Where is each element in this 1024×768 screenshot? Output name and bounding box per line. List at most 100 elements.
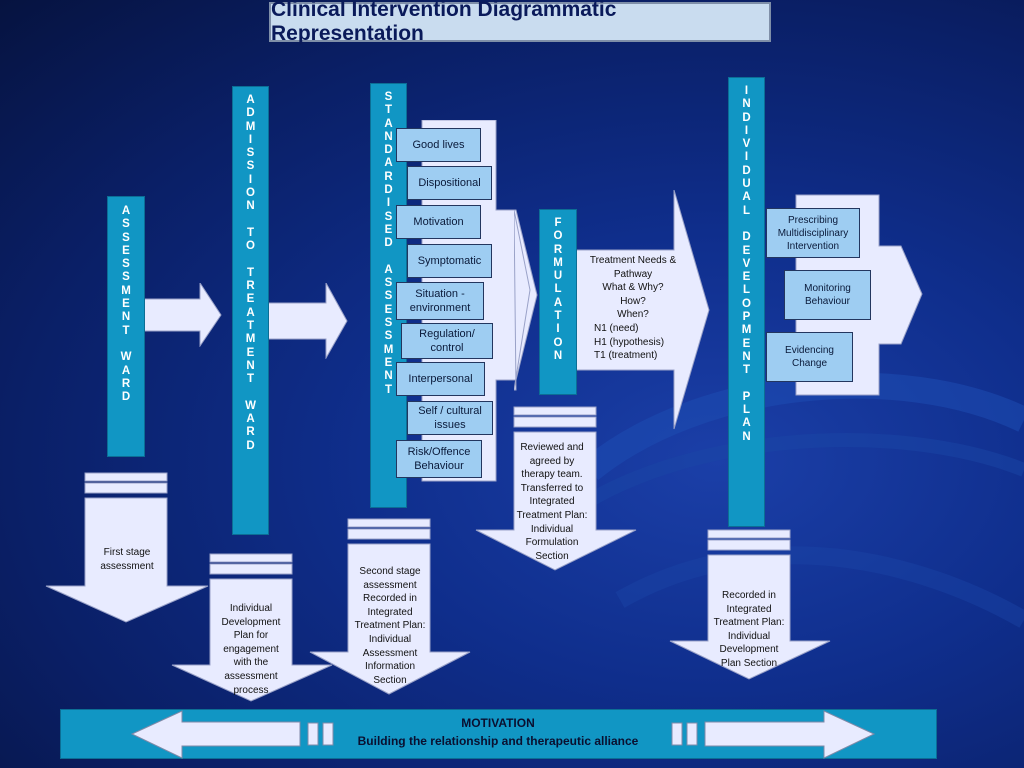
bar-letter: M (245, 120, 256, 133)
bar-letter: E (122, 244, 130, 257)
bar-letter: S (384, 330, 393, 343)
formulation-line: When? (617, 309, 649, 321)
page-title: Clinical Intervention Diagrammatic Repre… (269, 0, 771, 45)
bar-letter: D (384, 144, 393, 157)
bar-letter: S (246, 160, 255, 173)
motivation-subtitle: Building the relationship and therapeuti… (357, 734, 639, 748)
bar-letter: S (122, 258, 130, 271)
bar-letter: S (122, 231, 130, 244)
down-arrow-individual (171, 553, 333, 702)
bar-letter: A (384, 157, 393, 170)
bar-letter: S (384, 210, 393, 223)
formulation-arrow (514, 190, 710, 430)
bar-letter: T (384, 104, 393, 117)
bar-letter: I (556, 323, 560, 336)
bar-letter: E (384, 223, 393, 236)
bar-letter: A (246, 306, 255, 319)
box-motivation: Motivation (396, 205, 481, 239)
down-arrow-recorded (669, 529, 831, 680)
formulation-line: H1 (hypothesis) (594, 336, 665, 348)
box-good-lives: Good lives (396, 128, 481, 162)
bar-letter: L (554, 283, 562, 296)
motivation-double-arrow (130, 710, 876, 759)
formulation-line: N1 (need) (594, 322, 639, 334)
bar-letter: O (553, 336, 563, 349)
bar-letter: I (248, 173, 253, 186)
bar-letter: P (742, 390, 751, 403)
bar-letter: A (246, 413, 255, 426)
bar-letter: A (121, 364, 131, 377)
bar-letter: S (122, 218, 130, 231)
bar-letter: R (121, 377, 131, 390)
box-dispositional: Dispositional (407, 166, 492, 200)
bar-letter: M (383, 343, 394, 356)
bar-letter: T (554, 310, 562, 323)
bar-letter: D (384, 184, 393, 197)
bar-letter: P (742, 311, 751, 324)
bar-letter: N (246, 200, 255, 213)
formulation-line: How? (620, 295, 646, 307)
bar-letter: O (553, 230, 563, 243)
box-risk-offence-behaviour: Risk/Offence Behaviour (396, 440, 482, 478)
bar-letter: O (742, 297, 751, 310)
down-arrow-reviewed (475, 406, 637, 571)
bar-letter: U (742, 178, 751, 191)
bar-letter: E (742, 271, 751, 284)
bar-letter: T (384, 383, 393, 396)
arrow-admission-to-standardised (268, 283, 348, 359)
down-arrow-first-stage (45, 472, 209, 623)
bar-letter: T (742, 364, 751, 377)
box-self-cultural-issues: Self / cultural issues (407, 401, 493, 435)
bar-letter: T (246, 266, 255, 279)
bar-letter: N (553, 349, 563, 362)
bar-letter: M (245, 333, 256, 346)
bar-letter: I (744, 85, 749, 97)
bar-letter: S (384, 290, 393, 303)
bar-letter: A (384, 117, 393, 130)
formulation-line: Pathway (613, 268, 653, 280)
bar-letter: R (246, 280, 255, 293)
bar-letter: E (384, 303, 393, 316)
bar-letter: R (384, 170, 393, 183)
bar-letter: A (742, 417, 751, 430)
note-recorded: Recorded in Integrated Treatment Plan: I… (713, 590, 785, 669)
bar-letter: F (554, 217, 562, 229)
bar-letter: L (742, 404, 751, 417)
bar-letter: R (246, 426, 255, 439)
formulation-line: Treatment Needs & (589, 255, 677, 266)
bar-letter: S (384, 277, 393, 290)
bar-letter: A (121, 205, 131, 217)
box-symptomatic: Symptomatic (407, 244, 492, 278)
bar-letter: A (553, 296, 563, 309)
bar-letter: A (742, 191, 751, 204)
box-evidencing-change: Evidencing Change (766, 332, 853, 382)
bar-letter: E (742, 337, 751, 350)
bar-letter: N (742, 98, 751, 111)
bar-letter: I (744, 124, 749, 137)
formulation-line: T1 (treatment) (594, 350, 658, 362)
bar-letter: W (120, 351, 132, 364)
bar-letter: U (553, 270, 563, 283)
box-monitoring-behaviour: Monitoring Behaviour (784, 270, 871, 320)
bar-letter: M (121, 284, 131, 297)
bar-letter: D (742, 231, 751, 244)
box-regulation-control: Regulation/ control (401, 323, 493, 359)
bar-letter: D (121, 391, 131, 404)
bar-letter: S (384, 91, 393, 103)
bar-letter: D (742, 111, 751, 124)
bar-letter: L (742, 284, 751, 297)
bar-letter: N (246, 359, 255, 372)
bar-letter: E (246, 346, 255, 359)
bar-letter: O (246, 187, 255, 200)
bar-letter: R (553, 243, 563, 256)
bar-letter: D (384, 237, 393, 250)
bar-letter: M (553, 256, 563, 269)
bar-letter: N (384, 130, 393, 143)
bar-letter: I (386, 197, 391, 210)
bar-letter: I (744, 151, 749, 164)
bar-letter: V (742, 257, 751, 270)
